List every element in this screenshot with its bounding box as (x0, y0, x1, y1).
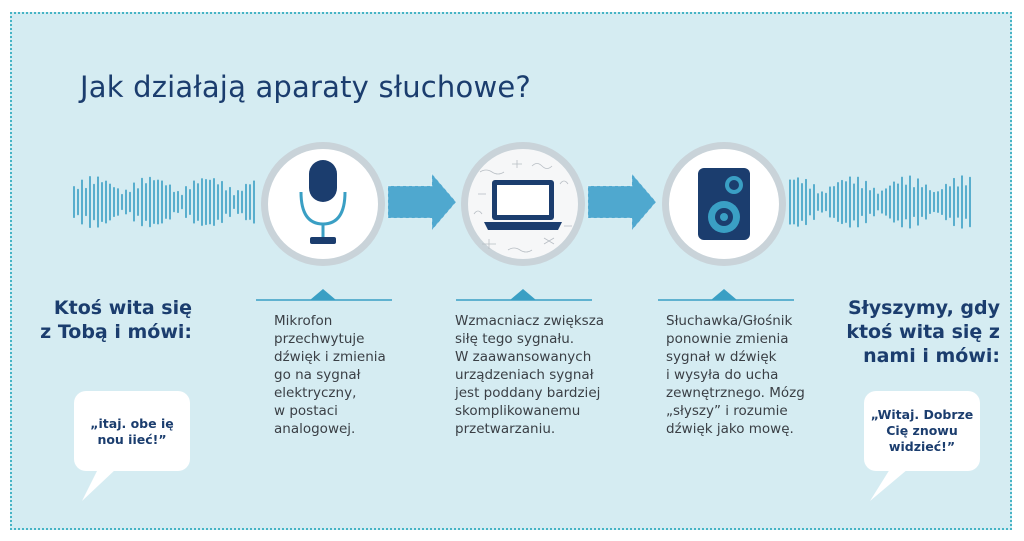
step-divider-1 (256, 289, 392, 301)
description-line: analogowej. (274, 421, 356, 437)
description-line: sygnał w dźwięk (666, 349, 777, 365)
speaker-circle (662, 142, 786, 266)
description-line: „słyszy” i rozumie (666, 403, 788, 419)
speech-bubble-right (864, 391, 980, 501)
speaker-icon (698, 168, 750, 240)
left-bubble-line: nou iieć!” (97, 432, 167, 447)
microphone-circle (261, 142, 385, 266)
infographic-frame: Jak działają aparaty słuchowe? (10, 12, 1012, 530)
speech-bubble-left (74, 391, 190, 501)
step-3-description: Słuchawka/Głośnik ponownie zmienia sygna… (666, 312, 805, 438)
laptop-icon (484, 180, 562, 230)
step-2-description: Wzmacniacz zwiększa siłę tego sygnału. W… (455, 312, 604, 438)
description-line: W zaawansowanych (455, 349, 592, 365)
description-line: Słuchawka/Głośnik (666, 313, 793, 329)
right-bubble-line: „Witaj. Dobrze (870, 407, 974, 422)
sound-wave-right (789, 175, 971, 229)
right-heading-line: ktoś wita się z (846, 321, 1000, 343)
left-heading-line: z Tobą i mówi: (40, 321, 192, 343)
left-heading-line: Ktoś wita się (53, 297, 192, 319)
laptop-circle (461, 142, 585, 266)
arrow-1 (387, 172, 457, 232)
description-line: przetwarzaniu. (455, 421, 556, 437)
description-line: Mikrofon (274, 313, 333, 329)
arrow-2 (587, 172, 657, 232)
description-line: elektryczny, (274, 385, 357, 401)
diagram-art (73, 142, 980, 501)
description-line: i wysyła do ucha (666, 367, 779, 383)
formula-pattern (473, 160, 572, 253)
left-bubble-text: „itaj. obe ię nou iieć!” (74, 416, 190, 448)
description-line: go na sygnał (274, 367, 361, 383)
description-line: jest poddany bardziej (455, 385, 601, 401)
page-title: Jak działają aparaty słuchowe? (80, 70, 531, 104)
description-line: Wzmacniacz zwiększa (455, 313, 605, 329)
right-bubble-text: „Witaj. Dobrze Cię znowu widzieć!” (864, 407, 980, 455)
left-heading: Ktoś wita się z Tobą i mówi: (32, 296, 192, 344)
description-line: urządzeniach sygnał (455, 367, 594, 383)
right-bubble-line: widzieć!” (888, 439, 956, 454)
right-heading-line: nami i mówi: (863, 345, 1000, 367)
description-line: dźwięk jako mowę. (666, 421, 794, 437)
right-heading-line: Słyszymy, gdy (848, 297, 1000, 319)
description-line: przechwytuje (274, 331, 365, 347)
step-divider-2 (456, 289, 592, 301)
description-line: ponownie zmienia (666, 331, 789, 347)
description-line: dźwięk i zmienia (274, 349, 386, 365)
description-line: siłę tego sygnału. (455, 331, 575, 347)
left-bubble-line: „itaj. obe ię (90, 416, 174, 431)
description-line: w postaci (274, 403, 338, 419)
step-1-description: Mikrofon przechwytuje dźwięk i zmienia g… (274, 312, 386, 438)
description-line: zewnętrznego. Mózg (666, 385, 805, 401)
description-line: skomplikowanemu (455, 403, 581, 419)
right-heading: Słyszymy, gdy ktoś wita się z nami i mów… (830, 296, 1000, 368)
right-bubble-line: Cię znowu (886, 423, 958, 438)
sound-wave-left (73, 175, 255, 229)
step-divider-3 (658, 289, 794, 301)
microphone-icon (299, 160, 347, 244)
